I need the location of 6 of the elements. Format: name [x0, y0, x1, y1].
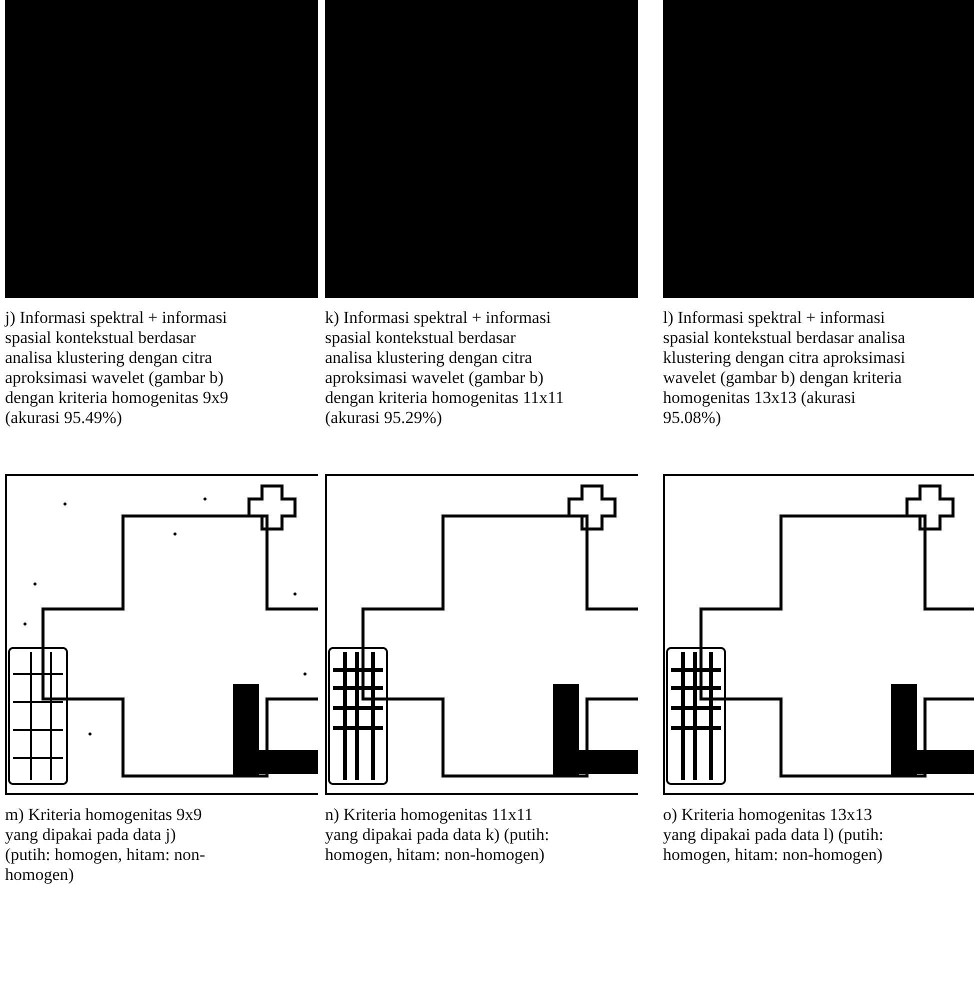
figure-caption: k) Informasi spektral + informasi spasial kontekstual berdasar analisa klustering dengan citra aproksimasi wavelet (gambar b) dengan kriteria homogenitas 11x11 (akurasi 95.29%): [325, 308, 565, 428]
figure-caption: n) Kriteria homogenitas 11x11 yang dipakai pada data k) (putih: homogen, hitam: non-homogen): [325, 805, 550, 865]
figure-caption: l) Informasi spektral + informasi spasial kontekstual berdasar analisa klustering dengan citra aproksimasi wavelet (gambar b) dengan kriteria homogenitas 13x13 (akurasi 95.08%): [663, 308, 906, 428]
figure-caption: j) Informasi spektral + informasi spasial kontekstual berdasar analisa klustering dengan citra aproksimasi wavelet (gambar b) dengan kriteria homogenitas 9x9 (akurasi 95.49%): [5, 308, 230, 428]
figure-caption: o) Kriteria homogenitas 13x13 yang dipakai pada data l) (putih: homogen, hitam: non-homogen): [663, 805, 884, 865]
figure-caption: m) Kriteria homogenitas 9x9 yang dipakai pada data j) (putih: homogen, hitam: non-homogen): [5, 805, 206, 885]
